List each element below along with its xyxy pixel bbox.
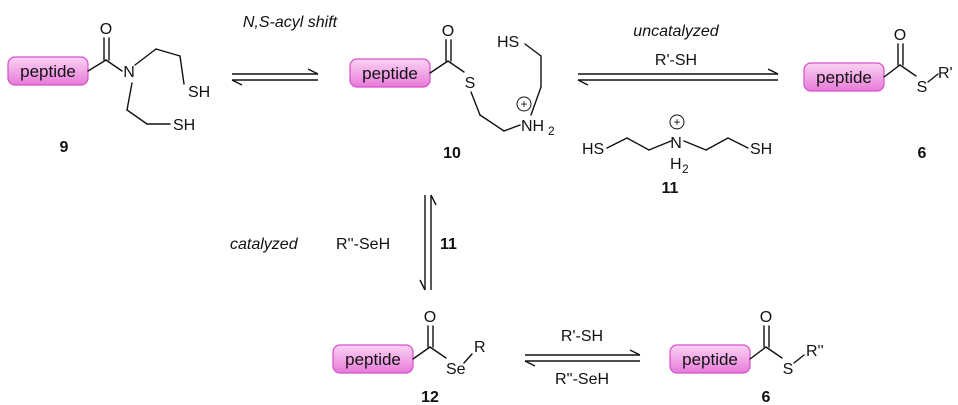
equilibrium-arrow-catalyzed (419, 194, 437, 291)
bond (927, 73, 939, 83)
selenol-reagent-label: R''-SeH (555, 371, 609, 388)
r-double-prime-group: R'' (806, 343, 824, 360)
oxygen-atom: O (442, 23, 454, 40)
nitrogen-atom: N (123, 64, 135, 81)
thiol-group: SH (188, 84, 210, 101)
bond (179, 55, 185, 85)
oxygen-atom: O (424, 309, 436, 326)
equilibrium-arrow-bottom (524, 349, 641, 367)
bond (648, 140, 672, 151)
compound-number: 10 (443, 145, 461, 162)
compound-number: 6 (762, 389, 771, 405)
bond (749, 346, 767, 360)
bond (429, 60, 449, 74)
thiol-group: SH (173, 117, 195, 134)
bond (87, 59, 107, 72)
bond (683, 140, 707, 151)
oxygen-atom: O (100, 21, 112, 38)
acyl-shift-label: N,S-acyl shift (243, 14, 338, 31)
positive-charge: + (673, 115, 680, 129)
bond (470, 91, 481, 116)
equilibrium-arrow-uncatalyzed (577, 68, 779, 86)
subscript-2: 2 (682, 162, 689, 176)
uncatalyzed-label: uncatalyzed (633, 23, 719, 40)
bond (126, 82, 133, 111)
bond (883, 64, 901, 78)
compound-number: 9 (60, 139, 69, 156)
selenol-reagent-label: R''-SeH (336, 236, 390, 253)
bond (793, 354, 805, 364)
bond (134, 48, 157, 66)
oxygen-atom: O (894, 27, 906, 44)
compound-11: HS N + H 2 SH 11 (582, 114, 772, 197)
peptide-box: peptide (7, 56, 89, 86)
compound-number: 12 (421, 389, 439, 405)
svg-text:peptide: peptide (816, 68, 872, 87)
bond (524, 43, 542, 57)
r-prime-group: R' (938, 65, 953, 82)
peptide-box: peptide (349, 58, 431, 88)
positive-charge: + (520, 97, 527, 111)
peptide-box: peptide (669, 344, 751, 374)
compound-number: 6 (918, 145, 927, 162)
svg-text:peptide: peptide (362, 64, 418, 83)
bond (105, 59, 123, 72)
oxygen-atom: O (760, 309, 772, 326)
bond (479, 114, 505, 132)
hydrogen-atom: H (670, 156, 682, 173)
compound-12: peptide O Se R 12 (332, 309, 486, 405)
bond (727, 137, 749, 149)
peptide-box: peptide (332, 344, 414, 374)
ammonium-group: NH (521, 118, 544, 135)
sulfur-atom: S (465, 75, 476, 92)
svg-text:peptide: peptide (682, 350, 738, 369)
bond (606, 137, 628, 149)
selenium-atom: Se (446, 361, 466, 378)
thiol-reagent-label: R'-SH (655, 52, 697, 69)
equilibrium-arrow-acyl-shift (231, 68, 319, 86)
thiol-group: HS (582, 141, 604, 158)
bond (705, 137, 729, 151)
compound-6-top: peptide O S R' 6 (803, 27, 953, 162)
sulfur-atom: S (917, 79, 928, 96)
bond (412, 346, 431, 360)
bond (530, 86, 542, 116)
compound-10: peptide O S NH 2 + HS 10 (349, 23, 555, 162)
compound-9: peptide O N SH SH 9 (7, 21, 210, 156)
positive-charge-circle (516, 96, 532, 112)
subscript-2: 2 (548, 124, 555, 138)
svg-text:peptide: peptide (20, 62, 76, 81)
bond (126, 109, 148, 125)
r-group: R (474, 339, 486, 356)
thiol-group: SH (750, 141, 772, 158)
svg-text:peptide: peptide (345, 350, 401, 369)
positive-charge-circle (669, 114, 685, 130)
catalyzed-label: catalyzed (230, 236, 299, 253)
catalyst-number: 11 (440, 236, 457, 253)
peptide-box: peptide (803, 62, 885, 92)
bond (429, 346, 447, 359)
nitrogen-atom: N (670, 135, 682, 152)
bond (626, 137, 650, 151)
thiol-reagent-label: R'-SH (561, 328, 603, 345)
bond (503, 124, 521, 132)
compound-number: 11 (662, 180, 679, 197)
thiol-group: HS (497, 34, 519, 51)
sulfur-atom: S (783, 361, 794, 378)
compound-6-bottom: peptide O S R'' 6 (669, 309, 824, 405)
bond (765, 346, 783, 359)
bond (155, 48, 181, 57)
bond (463, 353, 473, 364)
bond (447, 60, 465, 73)
bond (899, 64, 917, 77)
